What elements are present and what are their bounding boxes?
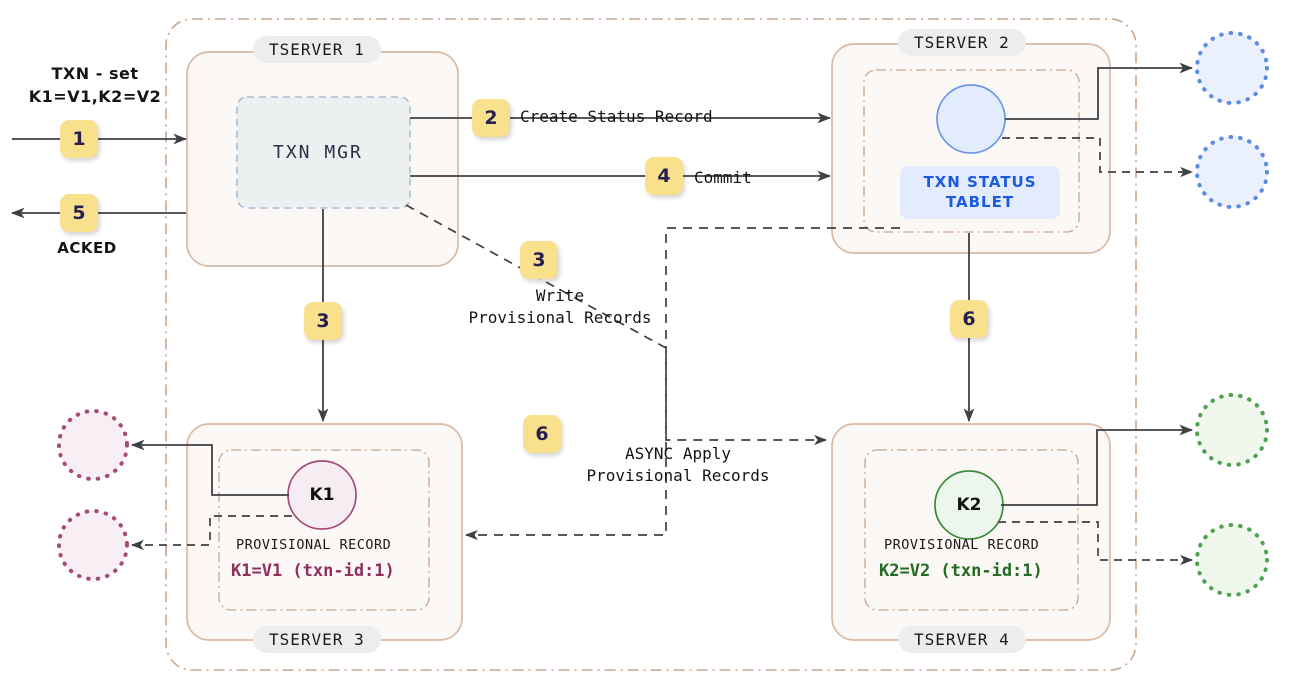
replication-line-status-1	[1005, 62, 1194, 120]
tserver-1-label: TSERVER 1	[253, 36, 381, 63]
txn-manager-label: TXN MGR	[273, 142, 363, 163]
tserver-4-tablet-group	[864, 449, 1079, 611]
k2-replica-2	[1195, 523, 1269, 597]
arrow-step-6-async-apply	[464, 227, 900, 541]
k2-provisional-value: K2=V2 (txn-id:1)	[879, 561, 1043, 581]
txn-status-tablet-circle	[936, 84, 1006, 154]
client-request-label: TXN - set K1=V1,K2=V2	[28, 64, 162, 107]
step-badge-4[interactable]: 4	[645, 157, 683, 195]
txn-manager-box	[236, 96, 411, 209]
k2-provisional-title: PROVISIONAL RECORD	[884, 537, 1040, 553]
k1-replica-2	[57, 509, 129, 581]
k2-replica-1	[1195, 393, 1269, 467]
tserver-2-tablet-group	[863, 69, 1080, 233]
tserver-3-label: TSERVER 3	[253, 626, 381, 653]
tserver-2-label: TSERVER 2	[898, 29, 1026, 56]
step-4-label: Commit	[694, 168, 752, 187]
k1-label: K1	[309, 485, 335, 505]
step-badge-3-write[interactable]: 3	[520, 241, 558, 279]
cluster-boundary	[165, 18, 1137, 671]
replication-line-k1-1	[130, 439, 289, 496]
tserver-4-label: TSERVER 4	[898, 626, 1026, 653]
k2-label: K2	[956, 495, 982, 515]
status-tablet-replica-2	[1195, 135, 1269, 209]
step-badge-3-vertical[interactable]: 3	[304, 302, 342, 340]
k1-provisional-title: PROVISIONAL RECORD	[236, 537, 392, 553]
txn-status-tablet-label: TXN STATUS TABLET	[900, 166, 1060, 219]
step-6-async-label: ASYNC Apply Provisional Records	[586, 444, 770, 485]
tserver-3-box	[186, 423, 463, 641]
step-badge-2[interactable]: 2	[472, 99, 510, 137]
status-tablet-replica-1	[1195, 31, 1269, 105]
replication-line-k2-2	[998, 521, 1194, 566]
replication-line-k2-1	[1001, 424, 1194, 506]
step-badge-5[interactable]: 5	[60, 194, 98, 232]
acked-label: ACKED	[57, 239, 117, 257]
step-badge-6-async[interactable]: 6	[523, 415, 561, 453]
step-2-label: Create Status Record	[520, 107, 713, 126]
step-3-write-label: Write Provisional Records	[468, 286, 652, 327]
step-badge-6-vertical[interactable]: 6	[950, 300, 988, 338]
k1-replica-1	[57, 409, 129, 481]
step-badge-1[interactable]: 1	[60, 120, 98, 158]
k1-provisional-value: K1=V1 (txn-id:1)	[231, 561, 395, 581]
replication-line-status-2	[1002, 137, 1194, 178]
